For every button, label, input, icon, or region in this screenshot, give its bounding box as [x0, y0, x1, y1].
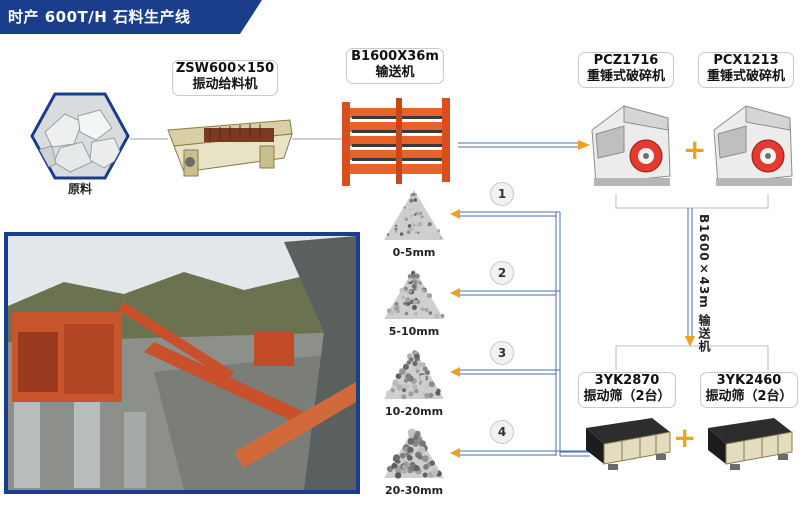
output-number-badge: 1 — [490, 182, 514, 206]
crusher-1-model: PCZ1716 — [593, 53, 659, 68]
screen-2-label: 3YK2460 振动筛（2台） — [700, 372, 798, 408]
screen-1-model: 3YK2870 — [594, 373, 660, 388]
feeder-name: 振动给料机 — [192, 77, 258, 92]
crusher-2-image — [713, 105, 793, 186]
screen-1-label: 3YK2870 振动筛（2台） — [578, 372, 676, 408]
output-number-badge: 3 — [490, 341, 514, 365]
main-conveyor-name: 输送机 — [375, 65, 415, 80]
page-title: 时产 600T/H 石料生产线 — [8, 8, 191, 26]
crusher-1-label: PCZ1716 重锤式破碎机 — [578, 52, 674, 88]
vibrating-feeder-image — [167, 119, 293, 177]
gravel-pile-icon — [384, 349, 444, 400]
main-conveyor-image — [342, 98, 450, 186]
main-conveyor-label: B1600X36m 输送机 — [346, 48, 444, 84]
crusher-2-label: PCX1213 重锤式破碎机 — [698, 52, 794, 88]
output-arrows — [450, 209, 590, 458]
crusher-2-model: PCX1213 — [713, 53, 779, 68]
crusher-1-name: 重锤式破碎机 — [586, 69, 665, 84]
feeder-model: ZSW600×150 — [175, 61, 275, 76]
crusher-2-name: 重锤式破碎机 — [706, 69, 785, 84]
raw-material-label: 原料 — [67, 182, 92, 196]
gravel-pile-icon — [384, 269, 445, 319]
gravel-pile-icon — [384, 190, 444, 240]
output-size-label: 10-20mm — [384, 405, 444, 418]
output-size-label: 20-30mm — [384, 484, 444, 497]
vertical-conveyor-label: B1600×43m 输送机 — [697, 214, 711, 353]
screen-2-image — [708, 418, 793, 470]
header-banner — [0, 0, 262, 34]
output-size-label: 5-10mm — [388, 325, 440, 338]
output-size-label: 0-5mm — [392, 246, 436, 259]
screen-plus-icon: + — [673, 421, 697, 454]
crusher-plus-icon: + — [683, 133, 707, 166]
screen-2-name: 振动筛（2台） — [705, 389, 793, 404]
main-conveyor-model: B1600X36m — [351, 49, 439, 64]
screen-1-image — [586, 418, 671, 470]
crusher-1-image — [591, 105, 671, 186]
output-number-badge: 2 — [490, 261, 514, 285]
screen-1-name: 振动筛（2台） — [583, 389, 671, 404]
feeder-label: ZSW600×150 振动给料机 — [172, 60, 278, 96]
raw-material-image — [30, 92, 130, 180]
gravel-pile-icon — [384, 428, 444, 479]
screen-2-model: 3YK2460 — [716, 373, 782, 388]
site-photo — [4, 232, 360, 494]
output-number-badge: 4 — [490, 420, 514, 444]
